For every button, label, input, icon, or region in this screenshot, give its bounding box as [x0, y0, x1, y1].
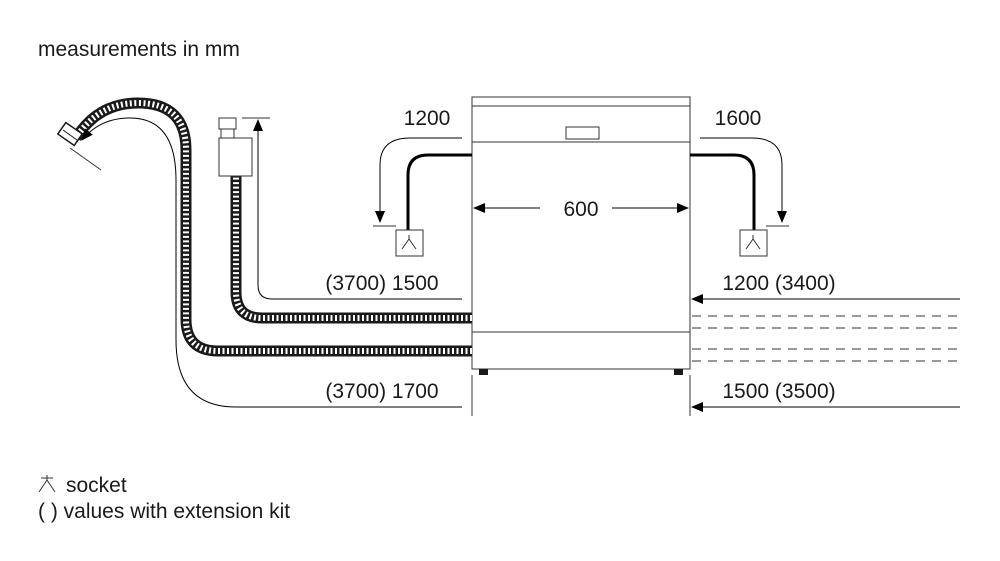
water-tap-hose-connector-icon: [56, 121, 84, 147]
left-foot: [479, 369, 488, 375]
dishwasher-body: [471, 96, 691, 370]
right-connection-lines: [691, 294, 960, 412]
width-dimension: 600: [473, 198, 689, 221]
legend-extension: ( ) values with extension kit: [38, 500, 290, 523]
drain-hose: [218, 117, 472, 324]
dishwasher: [471, 96, 691, 416]
legend-socket: socket: [66, 474, 127, 497]
socket-icon: [38, 475, 56, 493]
drain-connector-icon: [218, 117, 253, 177]
socket-icon: [739, 229, 768, 257]
units-note: measurements in mm: [38, 38, 240, 61]
socket-icon: [395, 229, 424, 257]
left-upper-length: (3700) 1500: [325, 272, 438, 295]
left-cable-length: 1200: [404, 107, 451, 130]
water-inlet-hose: [56, 97, 472, 408]
right-cable-length: 1600: [715, 107, 762, 130]
left-lower-length: (3700) 1700: [325, 380, 438, 403]
right-lower-length: 1500 (3500): [722, 380, 835, 403]
control-display: [565, 126, 600, 140]
right-upper-length: 1200 (3400): [722, 272, 835, 295]
right-power-cable: 1600: [690, 107, 789, 257]
legend: socket ( ) values with extension kit: [38, 474, 290, 523]
right-foot: [674, 369, 683, 375]
width-label: 600: [563, 198, 598, 221]
left-power-cable: 1200: [373, 107, 472, 257]
